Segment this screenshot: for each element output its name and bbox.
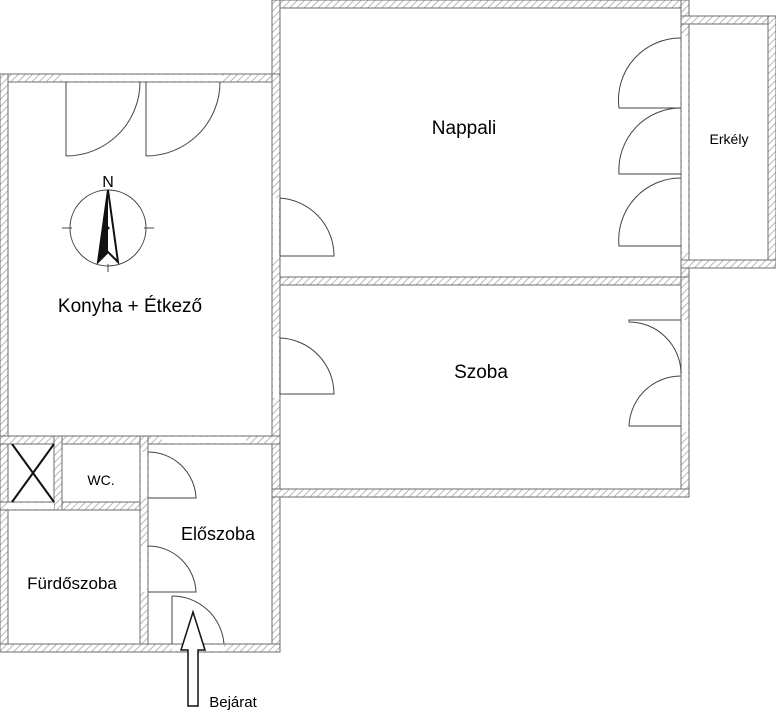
door-opening-nappali-erkely [682,36,688,252]
room-label-konyha: Konyha + Étkező [58,296,202,317]
door-swing-furdo [147,545,197,593]
room-label-eloszoba: Előszoba [181,524,256,544]
wall-nappali-szoba-divider [271,276,690,286]
wall-konyha-left [0,73,9,653]
compass-needle-fill [98,190,108,262]
window-opening-eloszoba [162,437,246,443]
entrance-arrow-shape [179,609,207,707]
door-opening-konyha-szoba [273,338,279,398]
door-swing-konyha-2 [145,81,221,157]
door-swing-szoba-right-1 [628,319,682,375]
wall-wc-divider [53,435,63,511]
door-swing-nappali [279,197,335,257]
door-swing-balcony-1 [618,37,682,109]
compass-center [106,226,110,230]
wall-erkely-top [680,15,776,25]
room-label-szoba: Szoba [454,362,508,383]
wall-erkely-right [767,15,776,269]
wall-bottom [0,643,281,653]
shaft-cross-2 [11,443,55,503]
door-swing-entrance [171,595,225,645]
ventilation-shaft [11,443,55,503]
room-label-wc: WC. [87,472,114,488]
door-swing-szoba [279,337,335,395]
wall-szoba-bottom [271,488,690,498]
door-swing-balcony-2 [618,107,682,175]
door-swing-szoba-right-2 [628,375,682,427]
room-label-furdoszoba: Fürdőszoba [27,574,117,593]
door-opening-wc [141,452,147,498]
wall-nappali-top [271,0,690,9]
entrance-label: Bejárat [209,694,257,711]
door-opening-konyha-nappali [273,198,279,258]
openings [8,36,688,651]
door-opening-wc-vent [8,503,54,509]
entrance-arrow [179,609,207,707]
window-opening-konyha [62,75,222,81]
compass: N [62,174,154,272]
doors [65,37,682,645]
compass-north-label: N [102,174,114,191]
room-label-erkely: Erkély [710,131,749,147]
door-swing-wc [147,451,197,499]
door-opening-furdo [141,546,147,592]
door-swing-konyha-1 [65,81,141,157]
wall-erkely-bottom [680,259,776,269]
door-swing-balcony-3 [618,177,682,247]
room-labels: Nappali Erkély Konyha + Étkező Szoba WC.… [27,118,748,711]
walls [0,0,776,653]
room-label-nappali: Nappali [432,118,496,139]
door-opening-szoba-right [682,320,688,432]
